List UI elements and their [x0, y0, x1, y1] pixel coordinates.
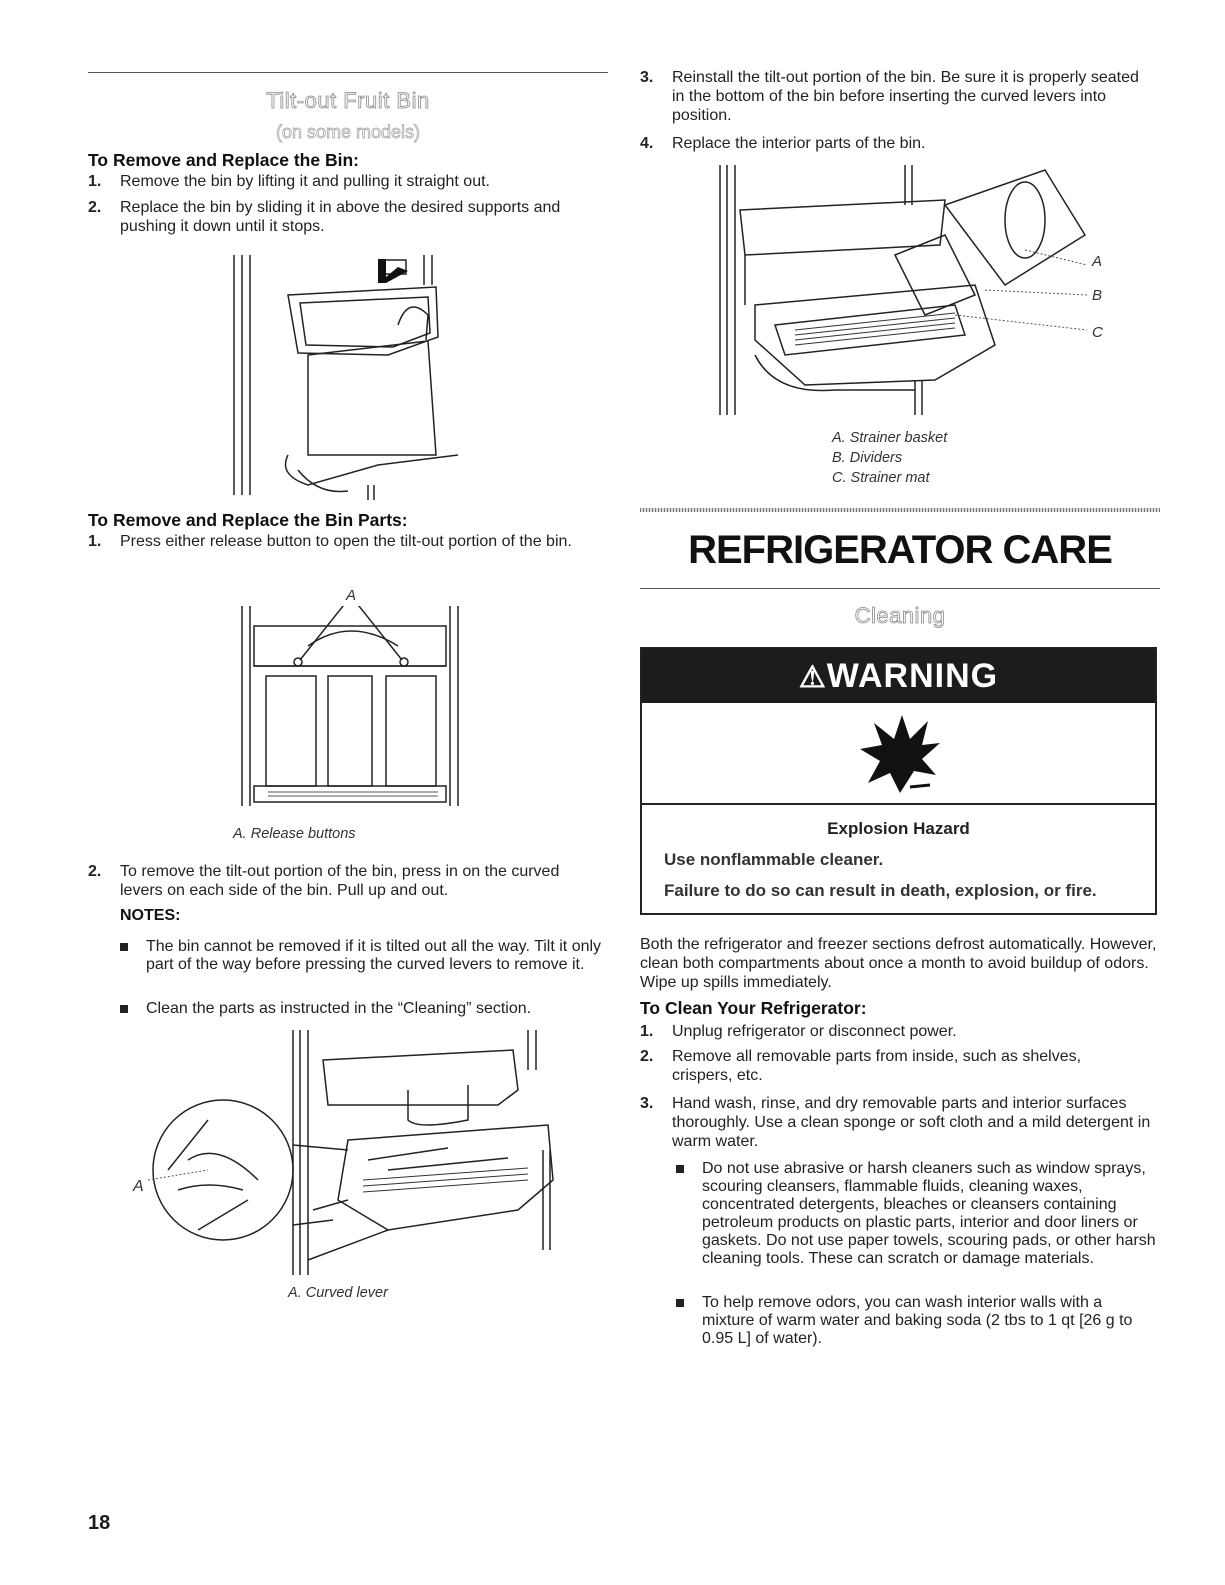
section-divider — [640, 508, 1160, 512]
warning-line-2: Failure to do so can result in death, ex… — [664, 881, 1097, 900]
reinstall-step-4: 4. Replace the interior parts of the bin… — [640, 135, 926, 152]
cleaning-intro: Both the refrigerator and freezer sectio… — [640, 936, 1157, 991]
clean-step-1: 1. Unplug refrigerator or disconnect pow… — [640, 1023, 957, 1040]
warning-hazard: Explosion Hazard — [827, 819, 970, 838]
notes-heading: NOTES: — [120, 907, 181, 924]
warning-line-1: Use nonflammable cleaner. — [664, 850, 884, 869]
warning-box: ⚠WARNING Explosion Hazard Use nonflammab… — [640, 647, 1157, 915]
clean-step-2: 2. Remove all removable parts from insid… — [640, 1048, 1082, 1084]
heading-remove-bin: To Remove and Replace the Bin: — [88, 150, 359, 170]
fig-label-c: C — [1092, 324, 1103, 341]
heading-remove-parts: To Remove and Replace the Bin Parts: — [88, 510, 408, 530]
fig-caption-b: B. Dividers — [832, 450, 903, 466]
fig1-label-a: A — [346, 587, 357, 604]
explosion-icon — [860, 715, 940, 793]
strainer-illustration — [719, 165, 1088, 415]
remove-bin-step-2: 2. Replace the bin by sliding it in abov… — [88, 199, 561, 235]
fig-label-b: B — [1092, 287, 1103, 304]
section-title-cleaning: Cleaning — [854, 603, 946, 629]
clean-step-3: 3. Hand wash, rinse, and dry removable p… — [640, 1095, 1151, 1150]
note-bullet-1: The bin cannot be removed if it is tilte… — [120, 938, 605, 974]
clean-bullet-2: To help remove odors, you can wash inter… — [676, 1294, 1158, 1348]
section-title-fruit-bin: Tilt-out Fruit Bin — [266, 88, 430, 114]
clean-bullet-1: Do not use abrasive or harsh cleaners su… — [676, 1160, 1158, 1268]
note-bullet-2: Clean the parts as instructed in the “Cl… — [120, 1000, 605, 1018]
section-subtitle: (on some models) — [275, 122, 421, 143]
remove-parts-step-2: 2. To remove the tilt-out portion of the… — [88, 863, 560, 899]
title-rule — [640, 588, 1160, 589]
fig2-label-a: A — [133, 1178, 144, 1195]
warning-header-text: WARNING — [826, 657, 999, 695]
remove-bin-step-1: 1. Remove the bin by lifting it and pull… — [88, 173, 490, 190]
fig-label-a: A — [1092, 253, 1103, 270]
page-title-refrigerator-care: REFRIGERATOR CARE — [688, 528, 1113, 572]
curved-lever-illustration — [148, 1030, 554, 1275]
fig2-caption: A. Curved lever — [288, 1285, 388, 1301]
reinstall-step-3: 3. Reinstall the tilt-out portion of the… — [640, 69, 1139, 124]
page-number: 18 — [88, 1512, 111, 1534]
fig1-caption: A. Release buttons — [233, 826, 356, 842]
warning-header: ⚠WARNING — [642, 649, 1155, 703]
fig-caption-a: A. Strainer basket — [832, 430, 948, 446]
warning-triangle-icon: ⚠ — [798, 661, 827, 694]
release-buttons-illustration — [241, 606, 459, 806]
remove-parts-step-1: 1. Press either release button to open t… — [88, 533, 572, 550]
fig-caption-c: C. Strainer mat — [832, 470, 930, 486]
top-rule — [88, 72, 608, 73]
bin-lift-illustration — [233, 255, 459, 500]
heading-clean-refrigerator: To Clean Your Refrigerator: — [640, 998, 867, 1018]
